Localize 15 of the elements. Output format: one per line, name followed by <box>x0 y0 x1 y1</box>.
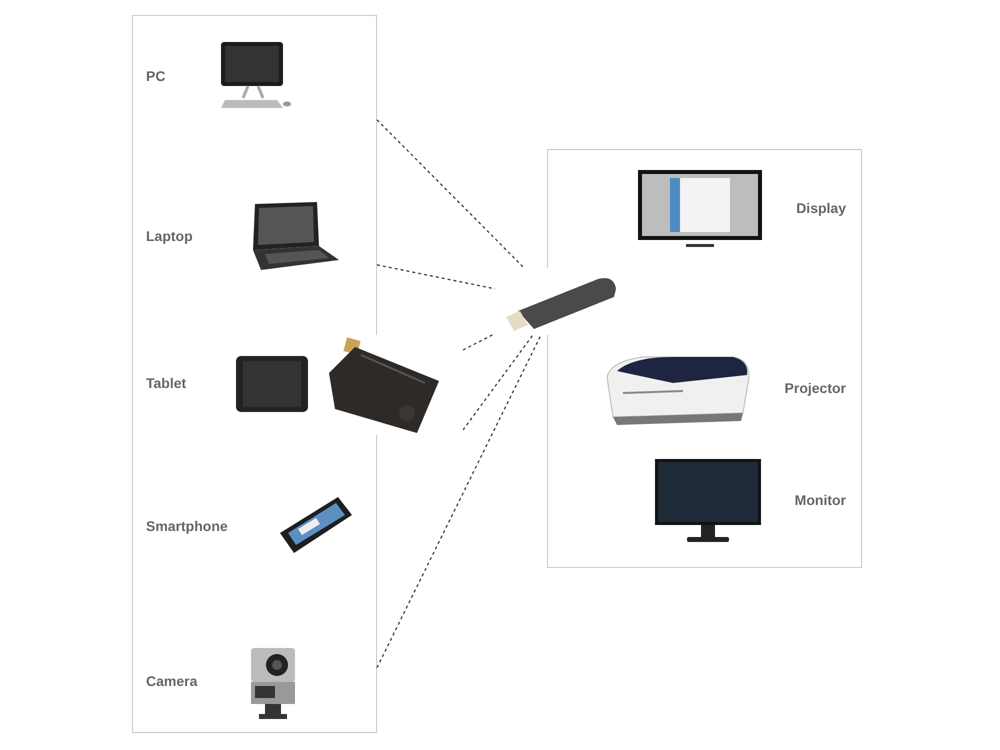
device-label: Camera <box>146 672 198 690</box>
dotted-connector <box>376 119 525 268</box>
dotted-connector <box>376 334 542 668</box>
dotted-connector <box>376 264 496 290</box>
device-label: Projector <box>784 379 846 398</box>
device-label: Monitor <box>794 491 846 510</box>
panel-frame <box>547 149 862 568</box>
device-label: Tablet <box>146 374 186 393</box>
device-label: Display <box>796 198 846 218</box>
panel-frame <box>132 15 377 733</box>
device-label: PC <box>146 66 166 86</box>
dotted-connector <box>462 334 534 430</box>
dotted-connector <box>462 333 496 351</box>
device-label: Smartphone <box>146 516 228 536</box>
device-label: Laptop <box>146 226 193 246</box>
